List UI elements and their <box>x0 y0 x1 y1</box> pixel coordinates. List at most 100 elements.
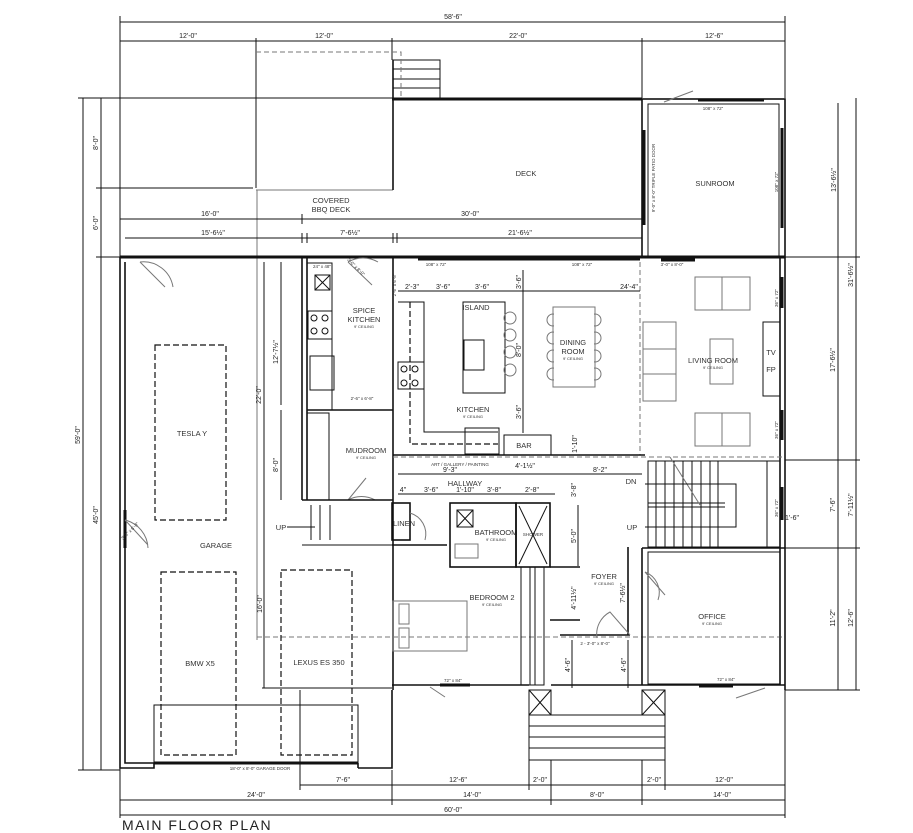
dim: 11'-2" <box>830 609 837 627</box>
dim: 1'-10" <box>456 487 474 494</box>
ceiling-note: 9' CEILING <box>463 414 483 419</box>
dim: 9'-3" <box>443 467 457 474</box>
dim: 12'-0" <box>715 777 733 784</box>
kitchen: ISLAND BAR KITCHEN 9' CEILING 2'-3" 3'-6… <box>392 270 640 456</box>
shower-label: SHOWER <box>523 532 544 537</box>
ceiling-note: 9' CEILING <box>563 356 583 361</box>
dim: 3'-6" <box>424 487 438 494</box>
dim: 4'-6" <box>565 658 572 672</box>
ceiling-note: 9' CEILING <box>702 621 722 626</box>
deck-area: DECK COVERED BBQ DECK 16'-0" 30'-0" 15'-… <box>78 51 642 640</box>
tv-label: TV <box>766 348 776 357</box>
room-label-hallway: HALLWAY <box>448 479 482 488</box>
dim: 7'-6" <box>830 498 837 512</box>
room-label-garage: GARAGE <box>200 541 232 550</box>
dim: 3'-8" <box>571 483 578 497</box>
dim: 24'-4" <box>620 284 638 291</box>
garage: GARAGE TESLA Y BMW X5 LEXUS ES 350 18'-0… <box>120 261 392 771</box>
dim: 7'-6½" <box>619 583 627 603</box>
dim: 8'-0" <box>590 792 604 799</box>
plan-title: MAIN FLOOR PLAN <box>122 817 272 833</box>
dim: 4'-1½" <box>515 462 535 470</box>
dim: 8'-0" <box>273 458 280 472</box>
dim: 21'-6½" <box>508 229 532 237</box>
dim: 17'-6½" <box>829 348 837 372</box>
island-label: ISLAND <box>462 303 490 312</box>
window-note: 108" x 72" <box>572 262 593 267</box>
dim: 4'-11½" <box>570 586 578 610</box>
dim: 1'-10" <box>572 435 579 453</box>
car-label-lexus: LEXUS ES 350 <box>293 658 344 667</box>
dim: 8'-0" <box>516 343 523 357</box>
door-note: 3'-0" x 6'-8" <box>120 521 140 541</box>
room-label-covered-bbq: COVERED <box>312 196 350 205</box>
room-label-spice-kitchen: SPICE <box>353 306 376 315</box>
dim: 24'-0" <box>247 792 265 799</box>
dining-room: DINING ROOM 9' CEILING <box>546 306 602 388</box>
ceiling-note: 9' CEILING <box>482 602 502 607</box>
room-label-foyer: FOYER <box>591 572 617 581</box>
ceiling-note: 9' CEILING <box>703 365 723 370</box>
main-house-walls: 108" x 72" 108" x 72" <box>119 255 786 769</box>
dim: 15'-6½" <box>201 229 225 237</box>
room-label-linen: LINEN <box>393 519 415 528</box>
room-label-deck: DECK <box>516 169 537 178</box>
dim: 31'-6½" <box>847 263 855 287</box>
dim: 2'-0" <box>533 777 547 784</box>
ceiling-note: 9' CEILING <box>354 324 374 329</box>
dim: 7'-6" <box>336 777 350 784</box>
dim: 59'-0" <box>75 426 82 444</box>
dim: 1'-6" <box>785 515 799 522</box>
dim: 13'-6½" <box>830 168 838 192</box>
ceiling-note: 9' CEILING <box>594 581 614 586</box>
door-note: 3'-0" x 8'-0" <box>346 257 366 277</box>
window-note: 108" x 72" <box>426 262 447 267</box>
room-label-dining: DINING <box>560 338 586 347</box>
room-label-sunroom: SUNROOM <box>695 179 734 188</box>
room-label-spice-kitchen: KITCHEN <box>348 315 381 324</box>
dim: 3'-6" <box>436 284 450 291</box>
bedroom-2: BEDROOM 2 9' CEILING 72" x 84" <box>392 593 515 698</box>
dim: 7'-11½" <box>847 493 855 517</box>
window-note: 24" x 48" <box>313 264 331 269</box>
room-label-mudroom: MUDROOM <box>346 446 386 455</box>
foyer: FOYER 9' CEILING 2 - 3'-0" x 8'-0" 7'-6½… <box>560 547 631 688</box>
living-room: TV FP LIVING ROOM 9' CEILING 36" x 72" 3… <box>642 258 784 447</box>
dim: 2'-8" <box>525 487 539 494</box>
main-stairs: DN UP 36" x 72" 1'-6" <box>626 456 799 548</box>
dim: 7'-6½" <box>340 229 360 237</box>
window-note: 72" x 84" <box>717 677 735 682</box>
bottom-dimensions: 7'-6" 12'-6" 2'-0" 2'-0" 12'-0" 24'-0" 1… <box>119 690 786 818</box>
room-label-bedroom2: BEDROOM 2 <box>469 593 514 602</box>
dim: 5'-0" <box>571 529 578 543</box>
door-note: 2 - 3'-0" x 8'-0" <box>580 641 610 646</box>
top-dimensions: 58'-6" 12'-0" 12'-0" 22'-0" 12'-6" <box>119 14 786 770</box>
room-label-dining: ROOM <box>561 347 584 356</box>
door-note: 3'-0" x 8'-0" <box>661 262 684 267</box>
dim: 30'-0" <box>461 211 479 218</box>
dim-overall-top: 58'-6" <box>444 14 462 21</box>
dim: 12'-0" <box>315 33 333 40</box>
dim: 16'-0" <box>201 211 219 218</box>
hallway: ART / GALLERY / PAINTING 9'-3" 4'-1½" 8'… <box>393 454 645 497</box>
left-dimensions: 8'-0" 6'-0" 59'-0" 45'-0" <box>75 98 120 771</box>
ceiling-note: 9' CEILING <box>356 455 376 460</box>
room-label-office: OFFICE <box>698 612 726 621</box>
door-note: 2'-6" x 6'-8" <box>392 273 397 296</box>
bar-label: BAR <box>516 441 532 450</box>
office: OFFICE 9' CEILING 72" x 84" <box>641 547 785 699</box>
dim: 4" <box>400 487 407 494</box>
dim: 12'-6" <box>848 609 855 627</box>
car-label-tesla: TESLA Y <box>177 429 207 438</box>
dim: 3'-8" <box>487 487 501 494</box>
stair-up-label: UP <box>276 523 286 532</box>
dim: 3'-6" <box>516 405 523 419</box>
spice-kitchen: 24" x 48" SPICE KITCHEN 9' CEILING 2'-6"… <box>276 257 393 546</box>
room-label-covered-bbq: BBQ DECK <box>312 205 351 214</box>
dim: 12'-6" <box>449 777 467 784</box>
window-note: 36" x 72" <box>774 289 779 307</box>
fireplace-label: FP <box>766 365 776 374</box>
dim: 14'-0" <box>463 792 481 799</box>
room-label-living: LIVING ROOM <box>688 356 738 365</box>
